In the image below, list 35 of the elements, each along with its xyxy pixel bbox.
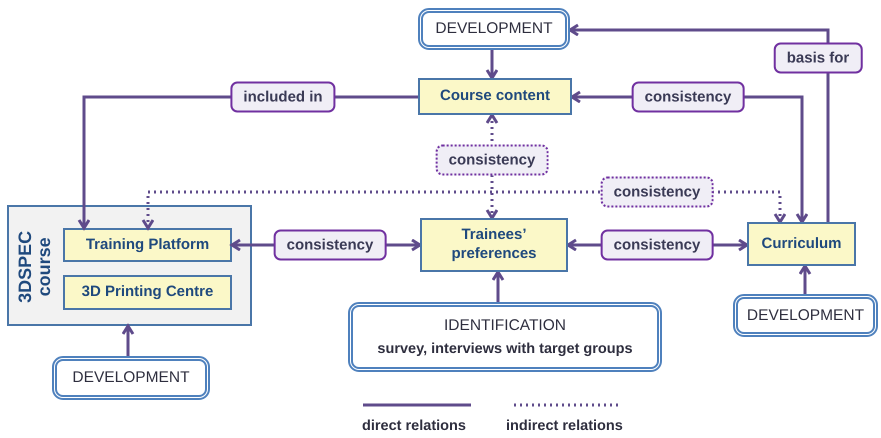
identification-box xyxy=(348,302,662,372)
method-text: survey, interviews with target groups xyxy=(377,340,633,358)
edge-label: included in xyxy=(230,82,336,112)
process-box xyxy=(747,222,856,266)
connector-arrow xyxy=(492,270,504,302)
edge-label: consistency xyxy=(600,176,714,208)
process-box xyxy=(63,228,232,262)
node-label: 3D Printing Centre xyxy=(82,283,214,302)
course-group-box xyxy=(7,205,252,326)
legend-text: indirect relations xyxy=(506,418,623,434)
legend-text: direct relations xyxy=(362,418,466,434)
connector-arrow xyxy=(486,50,498,80)
node-label: Course content xyxy=(440,87,550,106)
development-box xyxy=(418,8,570,50)
group-title: 3DSPEC course xyxy=(16,230,54,304)
edge-label: basis for xyxy=(774,42,862,74)
edge-label: consistency xyxy=(274,230,386,260)
development-box xyxy=(733,294,878,337)
node-label: DEVELOPMENT xyxy=(72,369,190,387)
process-box xyxy=(420,218,568,272)
node-label: DEVELOPMENT xyxy=(435,20,553,38)
process-box xyxy=(63,275,232,310)
edge-label: consistency xyxy=(600,230,714,260)
connector-arrow xyxy=(122,324,134,356)
node-label: Trainees’ preferences xyxy=(450,226,538,264)
node-label: Curriculum xyxy=(761,234,842,254)
node-label: DEVELOPMENT xyxy=(746,306,864,324)
connector-arrow xyxy=(568,24,830,222)
node-label: Training Platform xyxy=(86,236,210,254)
process-box xyxy=(418,78,572,115)
development-box xyxy=(52,356,210,400)
edge-label: consistency xyxy=(632,82,744,112)
edge-label: consistency xyxy=(436,144,548,176)
connector-arrow xyxy=(798,264,812,294)
node-label: IDENTIFICATION xyxy=(444,316,566,335)
